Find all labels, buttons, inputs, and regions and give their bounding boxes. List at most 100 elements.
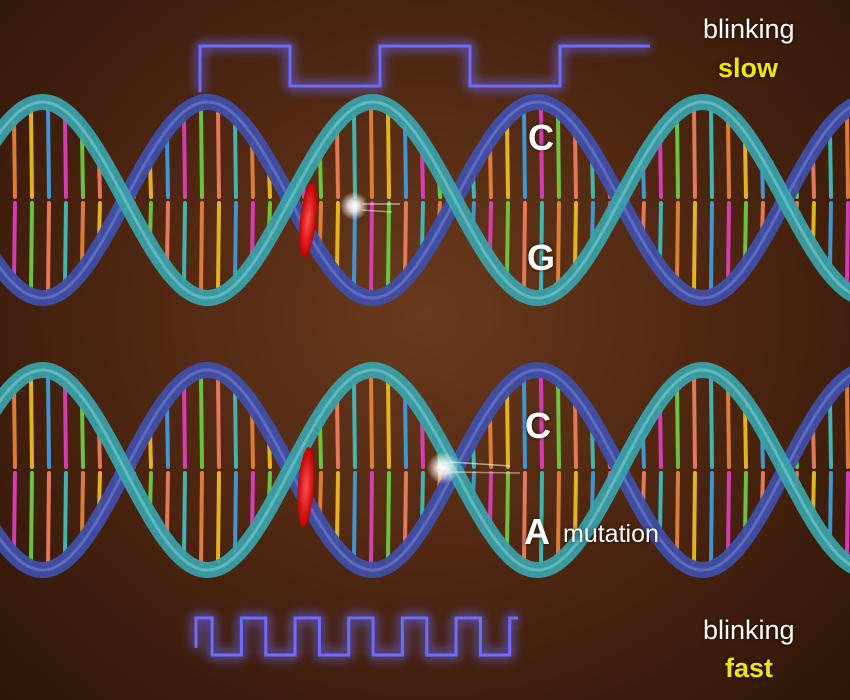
top-helix-base-pair: [352, 112, 357, 199]
top-dna-helix: [0, 93, 850, 307]
bottom-helix-base-pair: [182, 471, 187, 557]
bottom-helix-base-pair: [726, 471, 731, 555]
bottom-helix-base-pair: [46, 374, 51, 469]
top-helix-base-pair: [250, 139, 255, 199]
bottom-helix-base-pair: [675, 385, 680, 469]
bottom-helix-base-pair: [403, 392, 408, 469]
bottom-helix-base-pair: [29, 471, 34, 564]
bottom-helix-base-pair: [386, 471, 391, 562]
bottom-helix-base-pair: [522, 377, 527, 469]
bottom-helix-base-pair: [573, 471, 578, 542]
top-helix-base-pair: [522, 109, 527, 199]
bottom-helix-base-pair: [80, 471, 85, 540]
bottom-helix-base-pair: [63, 471, 68, 557]
bottom-helix-base-pair: [556, 471, 561, 559]
top-helix-base-pair: [675, 201, 680, 283]
bottom-helix-base-pair: [658, 404, 663, 469]
bottom-helix-base-pair: [658, 471, 663, 536]
bottom-helix-base-pair: [505, 471, 510, 550]
top-helix-base-pair: [505, 122, 510, 199]
top-helix-base-pair: [386, 201, 391, 290]
top-helix-base-pair: [488, 143, 493, 199]
bottom-helix-base-pair: [63, 383, 68, 469]
top-helix-base-pair: [369, 106, 374, 199]
top-helix-base-pair: [675, 117, 680, 199]
top-helix-base-pair: [335, 201, 340, 273]
top-helix-base-pair: [233, 201, 238, 281]
bottom-blinking-label: blinking: [703, 615, 795, 645]
bottom-helix-strand-front: [0, 361, 850, 579]
top-helix-base-pair: [182, 201, 187, 285]
bottom-helix-base-pair: [573, 398, 578, 469]
bottom-blink-signal: [194, 616, 518, 657]
bottom-helix-base-pair: [539, 471, 544, 566]
top-helix-base-pair: [335, 127, 340, 199]
top-helix-base-pair: [692, 201, 697, 293]
bottom-helix-base-pair: [488, 471, 493, 528]
top-helix-base-pair: [743, 136, 748, 199]
top-helix-strand-front-highlight: [0, 100, 850, 300]
bottom-helix-strand-back-highlight: [0, 368, 850, 572]
bottom-helix-base-pair: [488, 412, 493, 469]
top-helix-base-pair: [573, 201, 578, 271]
bottom-helix-base-pair: [12, 471, 17, 552]
top-helix-base-pair: [250, 201, 255, 261]
top-helix-base-pair: [403, 201, 408, 276]
top-blinking-label: blinking: [703, 14, 795, 44]
top-helix-base-pair: [726, 201, 731, 283]
bottom-base-c: C: [525, 405, 551, 446]
top-helix-base-pair: [80, 132, 85, 199]
bottom-helix-base-pair: [182, 383, 187, 469]
bottom-helix-base-pair: [709, 471, 714, 565]
bottom-dna-helix: [0, 361, 850, 579]
bottom-helix-base-pair: [216, 471, 221, 565]
top-helix-base-pair: [573, 129, 578, 199]
top-helix-base-pair: [726, 117, 731, 199]
top-blink-signal: [198, 44, 650, 92]
top-helix-base-pair: [80, 201, 85, 268]
bottom-helix-base-pair: [165, 402, 170, 469]
bottom-helix-base-pair: [692, 471, 697, 565]
bottom-helix-base-pair: [335, 395, 340, 469]
bottom-helix-base-pair: [250, 407, 255, 469]
top-helix-base-pair: [29, 201, 34, 292]
bottom-helix-base-pair: [828, 471, 833, 542]
bottom-helix-base-pair: [233, 387, 238, 469]
top-helix-base-pair: [556, 201, 561, 287]
top-helix-base-pair: [403, 124, 408, 199]
bottom-helix-base-pair: [845, 381, 850, 469]
bottom-helix-base-pair: [199, 471, 204, 566]
bottom-speed-label: fast: [725, 653, 774, 683]
bottom-helix-base-pair: [539, 374, 544, 469]
bottom-helix-base-pair: [369, 374, 374, 469]
bottom-helix-base-pair: [335, 471, 340, 545]
bottom-helix-base-pair: [165, 471, 170, 538]
bottom-helix-base-pair: [403, 471, 408, 548]
bottom-helix-base-pair: [743, 404, 748, 469]
bottom-helix-base-pair: [845, 471, 850, 559]
bottom-helix-base-pair: [216, 375, 221, 469]
top-helix-base-pair: [165, 201, 170, 267]
top-helix-base-pair: [505, 201, 510, 278]
top-helix-strand-back-highlight: [0, 100, 850, 300]
top-helix-base-pair: [845, 113, 850, 199]
mutation-label: mutation: [563, 520, 659, 548]
top-helix-base-pair: [216, 201, 221, 293]
top-helix-base-pair: [12, 201, 17, 280]
bottom-helix-strand-front-highlight: [0, 368, 850, 572]
top-helix-base-pair: [845, 201, 850, 287]
bottom-helix-base-pair: [80, 400, 85, 469]
top-base-c: C: [528, 117, 554, 158]
bottom-helix-base-pair: [46, 471, 51, 566]
top-speed-label: slow: [718, 53, 779, 83]
bottom-helix-base-pair: [675, 471, 680, 555]
bottom-helix-base-pair: [352, 380, 357, 469]
bottom-helix-base-pair: [692, 375, 697, 469]
top-helix-base-pair: [182, 115, 187, 199]
top-helix-base-pair: [29, 108, 34, 199]
bottom-base-a: A: [524, 511, 550, 552]
top-helix-base-pair: [709, 107, 714, 199]
bottom-helix-base-pair: [369, 471, 374, 566]
bottom-helix-base-pair: [522, 471, 527, 563]
